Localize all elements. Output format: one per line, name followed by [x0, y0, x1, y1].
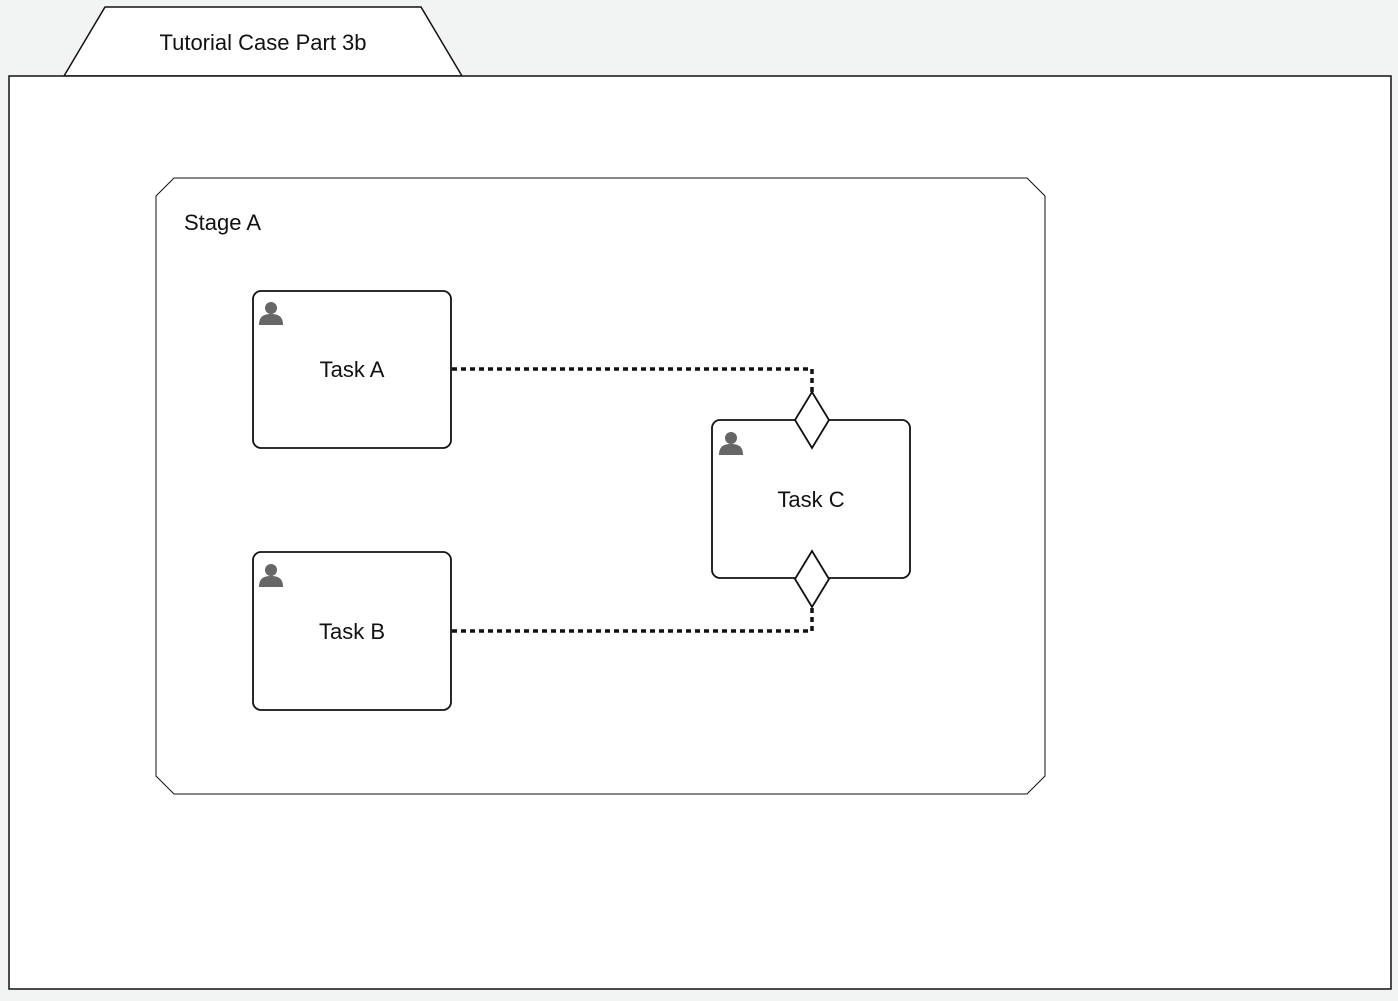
task-c-label: Task C: [777, 487, 844, 512]
user-icon: [259, 302, 283, 325]
task-b-label: Task B: [319, 619, 385, 644]
task-a-label: Task A: [320, 357, 385, 382]
task-a-box[interactable]: [252, 290, 452, 449]
task-a[interactable]: Task A: [252, 290, 452, 449]
connector-task-b-to-task-c[interactable]: [452, 607, 814, 633]
stage-name-label: Stage A: [184, 210, 261, 235]
connectors: [452, 367, 814, 633]
connector-task-a-to-task-c[interactable]: [452, 367, 814, 392]
entry-criterion-diamond-bottom[interactable]: [793, 549, 831, 609]
task-c[interactable]: Task C: [711, 390, 911, 609]
task-b[interactable]: Task B: [252, 551, 452, 711]
task-b-box[interactable]: [252, 551, 452, 711]
user-icon: [259, 564, 283, 587]
case-name-label: Tutorial Case Part 3b: [159, 30, 366, 55]
user-icon: [719, 432, 743, 455]
entry-criterion-diamond-top[interactable]: [793, 390, 831, 450]
